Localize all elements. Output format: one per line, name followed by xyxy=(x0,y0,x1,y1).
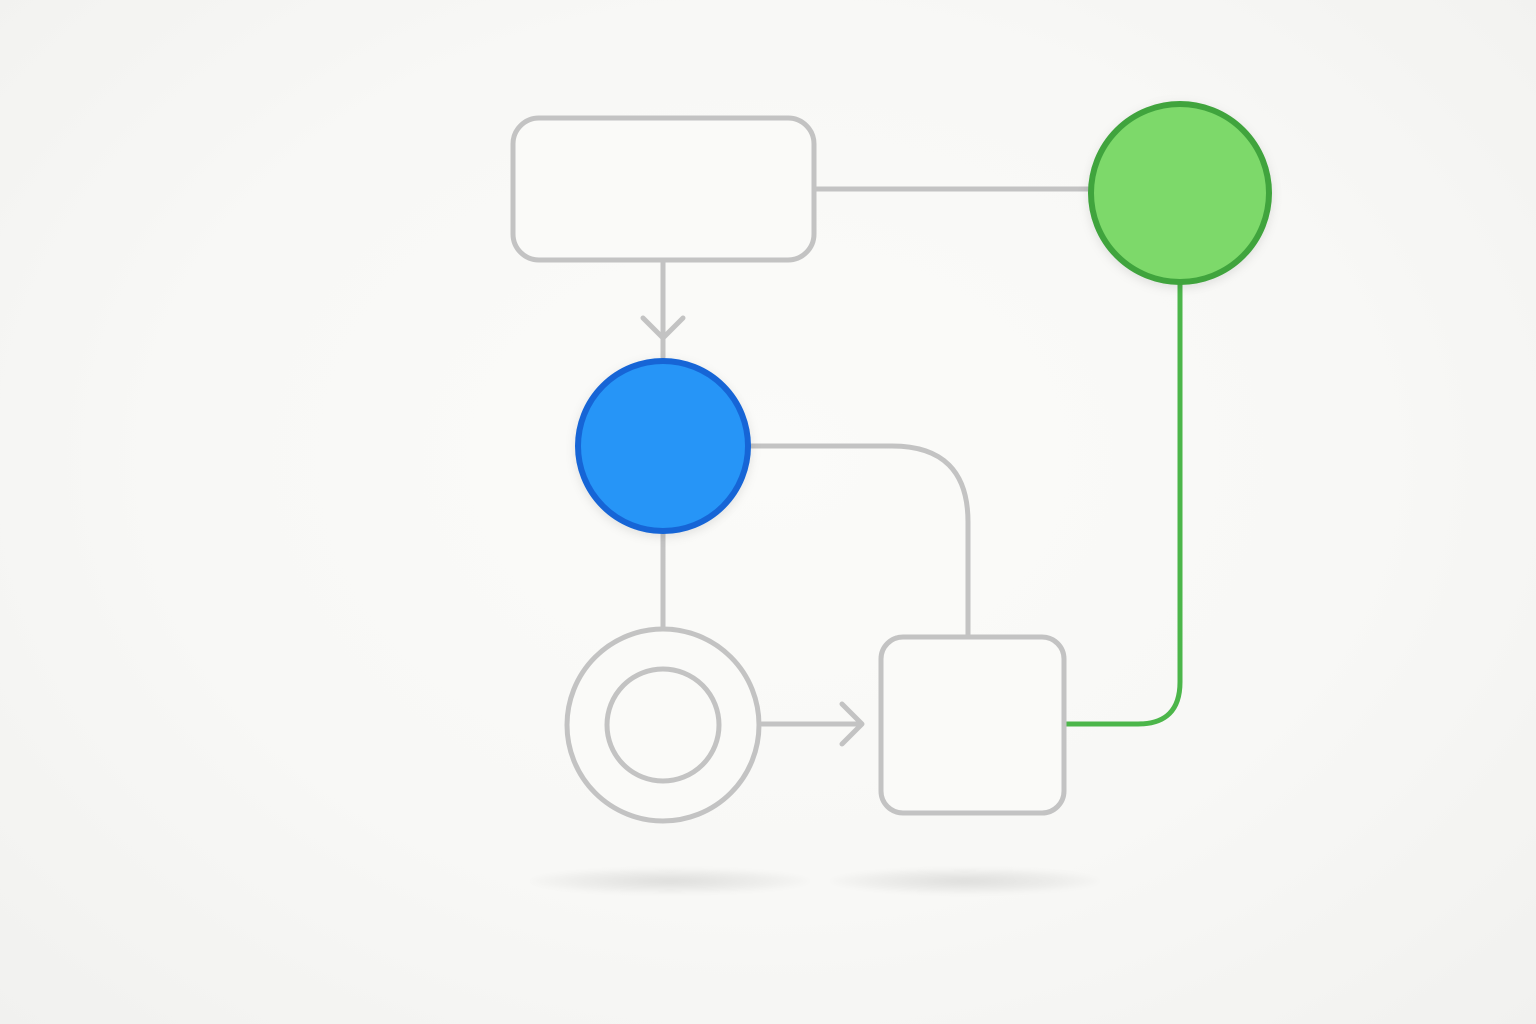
node-double-ring-outer xyxy=(564,626,762,824)
node-blue-circle xyxy=(575,358,751,534)
node-green-circle xyxy=(1088,101,1272,285)
edge-blue-circle-to-square xyxy=(745,443,971,639)
node-square xyxy=(878,634,1067,816)
edge-green-circle-to-square xyxy=(1061,279,1183,727)
node-top-rectangle xyxy=(510,115,817,263)
ground-shadow-left xyxy=(530,868,810,894)
arrowhead-down xyxy=(640,315,686,341)
ground-shadow-right xyxy=(830,868,1100,894)
node-double-ring-inner xyxy=(604,666,722,784)
arrowhead-right xyxy=(839,701,865,747)
